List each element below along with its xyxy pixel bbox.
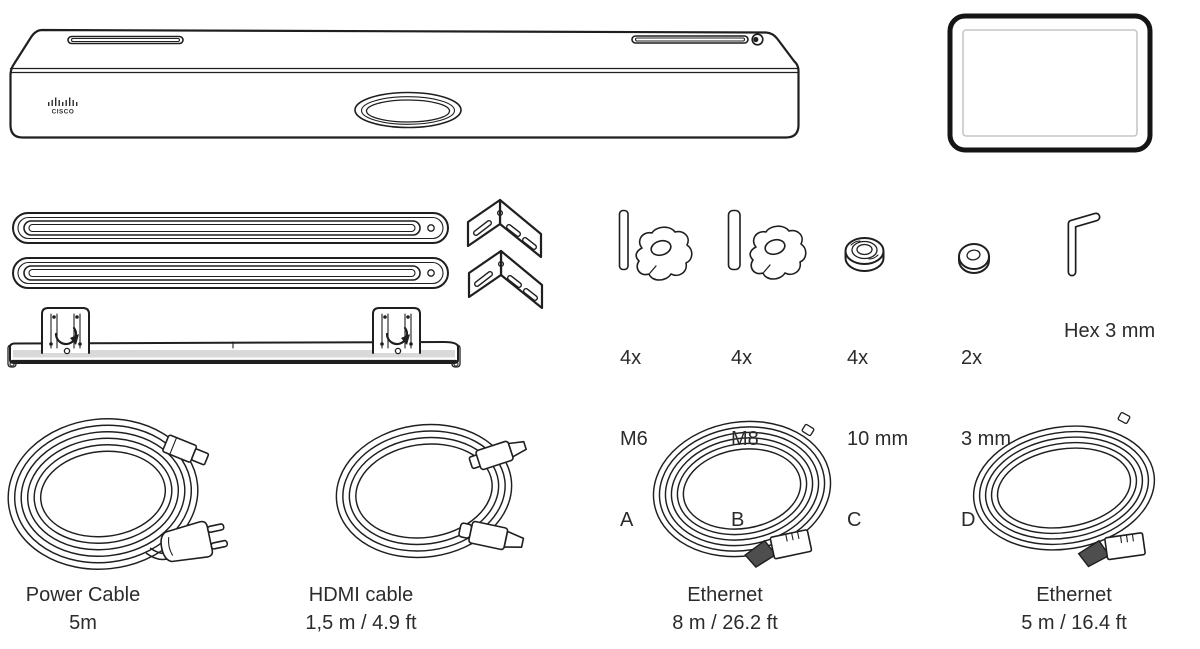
- speaker-grille-right-icon: [631, 35, 749, 44]
- fastener-label-10mm: 4x 10 mm C: [847, 291, 908, 588]
- cable-name: Power Cable: [25, 584, 141, 606]
- fastener-size: M6: [620, 428, 648, 450]
- fastener-label-m6: 4x M6 A: [620, 291, 648, 588]
- power-cable-label: Power Cable 5m: [0, 581, 193, 637]
- fastener-size: M8: [731, 428, 759, 450]
- camera-lens-icon: [354, 91, 462, 129]
- fastener-letter: C: [847, 509, 862, 531]
- power-button-icon: [751, 33, 764, 46]
- fastener-label-3mm: 2x 3 mm D: [961, 291, 1011, 588]
- fastener-letter: A: [620, 509, 634, 531]
- mounting-rails-illustration: [12, 212, 449, 289]
- power-cable-illustration: [7, 418, 229, 570]
- hdmi-connector-top-icon: [468, 440, 528, 471]
- touch-controller-illustration: [947, 13, 1153, 153]
- cable-name: Ethernet: [687, 584, 763, 606]
- fastener-size: 3 mm: [961, 428, 1011, 450]
- cable-length: 1,5 m / 4.9 ft: [305, 612, 417, 634]
- fastener-size: 10 mm: [847, 428, 909, 450]
- rail-2: [12, 257, 449, 289]
- ethernet-5m-label: Ethernet 5 m / 16.4 ft: [964, 581, 1184, 637]
- corner-bracket-1: [468, 200, 541, 257]
- ethernet-5m-cable-illustration: [972, 411, 1156, 569]
- hex-key-icon: [1067, 212, 1101, 277]
- wall-mount-bar-illustration: [7, 306, 461, 368]
- corner-brackets-illustration: [468, 200, 542, 308]
- hdmi-cable-illustration: [335, 423, 528, 559]
- fastener-qty: 4x: [620, 347, 642, 369]
- hex-key-label: Hex 3 mm: [1064, 320, 1156, 342]
- video-bar-illustration: CISCO: [9, 28, 800, 139]
- cable-length: 5m: [69, 612, 97, 634]
- wingnut-m6-icon: [635, 226, 693, 281]
- fastener-qty: 4x: [847, 347, 869, 369]
- mount-clip-right: [371, 306, 422, 355]
- hdmi-connector-bottom-icon: [458, 520, 525, 551]
- ethernet-8m-cable-illustration: [652, 420, 832, 570]
- cisco-logo: CISCO: [48, 97, 78, 116]
- screw-m6-icon: [618, 209, 693, 281]
- fastener-letter: D: [961, 509, 976, 531]
- fastener-icons: [618, 209, 1101, 281]
- cable-length: 8 m / 26.2 ft: [672, 612, 778, 634]
- cable-name: HDMI cable: [308, 584, 414, 606]
- cisco-logo-text: CISCO: [52, 109, 75, 116]
- mount-clip-left: [40, 306, 91, 355]
- screw-m8-icon: [727, 209, 807, 280]
- ethernet-8m-label: Ethernet 8 m / 26.2 ft: [615, 581, 835, 637]
- power-plug-icon: [160, 520, 229, 563]
- fastener-qty: 2x: [961, 347, 983, 369]
- corner-bracket-2: [469, 251, 542, 308]
- cable-length: 5 m / 16.4 ft: [1021, 612, 1127, 634]
- cable-name: Ethernet: [1036, 584, 1112, 606]
- fastener-letter: B: [731, 509, 745, 531]
- touch-controller-screen: [962, 29, 1138, 137]
- fastener-label-m8: 4x M8 B: [731, 291, 759, 588]
- speaker-grille-left-icon: [67, 35, 184, 45]
- wingnut-m8-icon: [749, 225, 807, 280]
- hdmi-cable-label: HDMI cable 1,5 m / 4.9 ft: [251, 581, 471, 637]
- rail-1: [12, 212, 449, 244]
- power-connector-icon: [162, 434, 210, 466]
- fastener-qty: 4x: [731, 347, 753, 369]
- rj45-connector-icon: [1076, 531, 1147, 569]
- washer-3mm-icon: [958, 243, 990, 274]
- cap-nut-10mm-icon: [844, 237, 885, 272]
